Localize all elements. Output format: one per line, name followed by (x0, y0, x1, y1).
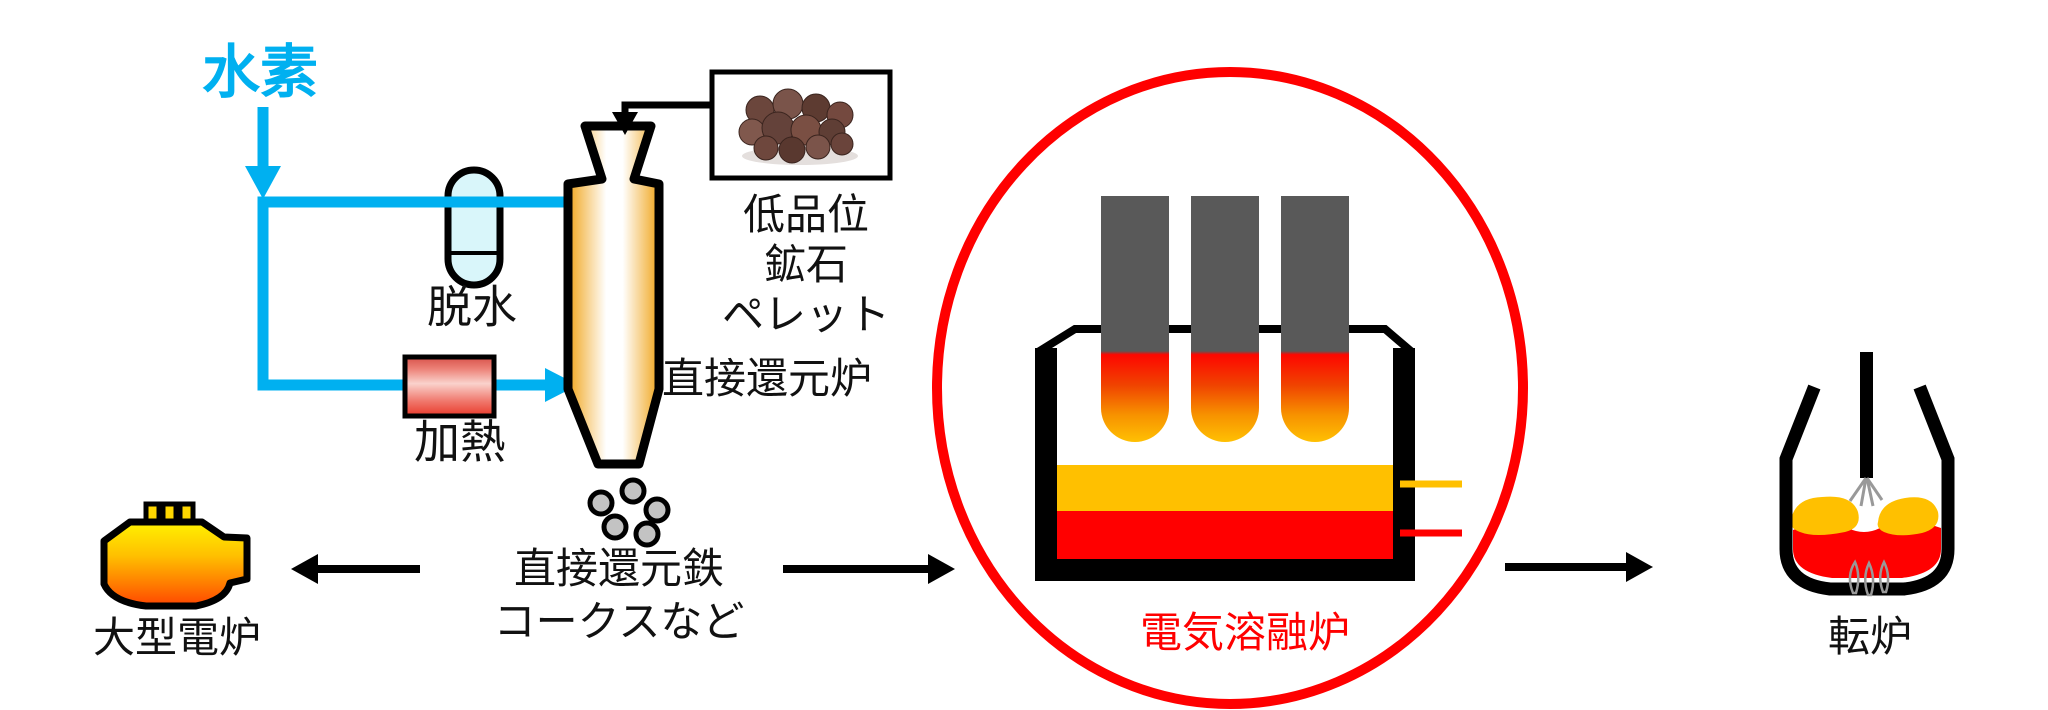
arrow-left-to-eaf (291, 554, 420, 584)
pellet-label-line1: 低品位 (742, 191, 870, 238)
highlight-circle (932, 67, 1528, 709)
converter-label: 転炉 (1827, 613, 1913, 661)
pellet-photo (709, 69, 893, 181)
converter-shape (1779, 352, 1955, 597)
bubble-flames-icon (1848, 559, 1890, 597)
dri-label-line1: 直接還元鉄 (513, 545, 724, 592)
pellet-feed-arrow (612, 101, 714, 135)
dehydration-label: 脱水 (426, 281, 518, 333)
direct-reduction-furnace-label: 直接還元炉 (661, 355, 873, 403)
pellet-label-line3: ペレット (721, 291, 891, 338)
arrow-to-converter (1505, 552, 1653, 582)
pellet-label: 低品位 鉱石 ペレット (722, 190, 890, 340)
reduction-furnace-shape (563, 121, 664, 469)
arrow-to-melting-furnace (783, 554, 955, 584)
pellet-label-line2: 鉱石 (763, 241, 849, 288)
lance-spray-icon (1848, 477, 1884, 507)
dehydrator-capsule-icon (444, 166, 504, 289)
heating-label: 加熱 (414, 415, 506, 468)
electrodes (1101, 196, 1349, 442)
electric-melting-furnace-label: 電気溶融炉 (1139, 609, 1351, 657)
heater-box-icon (402, 354, 497, 419)
tap-lines (1400, 480, 1462, 537)
dri-label-line2: コークスなど (493, 598, 745, 645)
slag-layer (1057, 465, 1393, 511)
dri-label: 直接還元鉄 コークスなど (494, 542, 745, 648)
oxygen-lance-icon (1860, 352, 1873, 478)
melting-furnace-vessel (1035, 196, 1462, 581)
molten-iron-layer (1057, 511, 1393, 559)
eaf-shape (100, 501, 251, 610)
large-electric-furnace-label: 大型電炉 (92, 614, 262, 662)
hydrogen-label: 水素 (201, 39, 319, 105)
dri-particles (587, 477, 671, 548)
